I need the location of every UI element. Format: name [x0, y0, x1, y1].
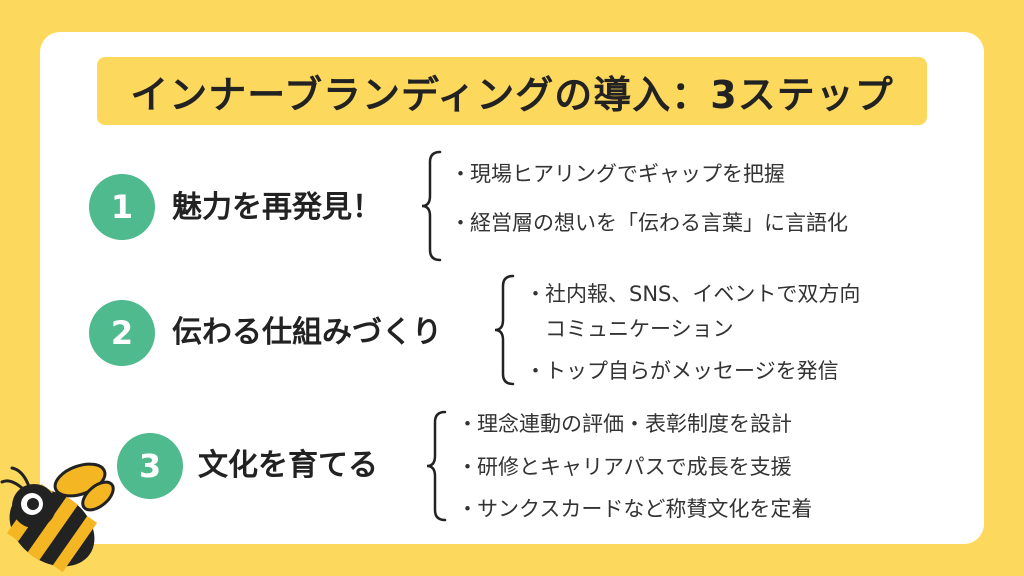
step-3-item-3-text: サンクスカードなど称賛文化を定着 [477, 497, 813, 521]
curly-brace-icon [426, 410, 447, 522]
curly-brace-icon [494, 274, 515, 386]
bullet: ・ [457, 455, 478, 479]
step-3-item-1: ・理念連動の評価・表彰制度を設計 [457, 409, 792, 439]
bullet: ・ [457, 497, 478, 521]
step-1-item-2: ・経営層の想いを「伝わる言葉」に言語化 [450, 208, 848, 238]
step-1-item-1-text: 現場ヒアリングでギャップを把握 [470, 162, 785, 186]
step-1-heading: 魅力を再発見！ [172, 190, 382, 225]
step-2-item-1-continued: コミュニケーション [545, 317, 734, 341]
step-2-item-2-text: トップ自らがメッセージを発信 [545, 359, 839, 383]
bullet: ・ [525, 359, 546, 383]
step-3-item-3: ・サンクスカードなど称賛文化を定着 [457, 494, 812, 524]
step-2-item-1-text: 社内報、SNS、イベントで双方向 [545, 282, 861, 306]
bullet: ・ [525, 282, 546, 306]
step-3-item-1-text: 理念連動の評価・表彰制度を設計 [477, 412, 792, 436]
bullet: ・ [450, 211, 471, 235]
page-title: インナーブランディングの導入：3ステップ [97, 57, 927, 125]
step-3-item-2-text: 研修とキャリアパスで成長を支援 [477, 455, 792, 479]
step-1-number-badge: 1 [89, 174, 155, 240]
step-2-item-1: ・社内報、SNS、イベントで双方向 [525, 279, 860, 309]
step-1-item-2-text: 経営層の想いを「伝わる言葉」に言語化 [470, 211, 848, 235]
step-2-item-2: ・トップ自らがメッセージを発信 [525, 356, 839, 386]
bee-mascot-icon [0, 462, 115, 573]
step-2-number-badge: 2 [89, 300, 155, 366]
step-3-heading: 文化を育てる [198, 448, 378, 483]
bullet: ・ [457, 412, 478, 436]
bullet: ・ [450, 162, 471, 186]
step-2-heading: 伝わる仕組みづくり [172, 315, 442, 350]
step-3-number-badge: 3 [117, 433, 183, 499]
step-3-item-2: ・研修とキャリアパスで成長を支援 [457, 452, 792, 482]
step-1-item-1: ・現場ヒアリングでギャップを把握 [450, 159, 785, 189]
curly-brace-icon [421, 150, 442, 262]
